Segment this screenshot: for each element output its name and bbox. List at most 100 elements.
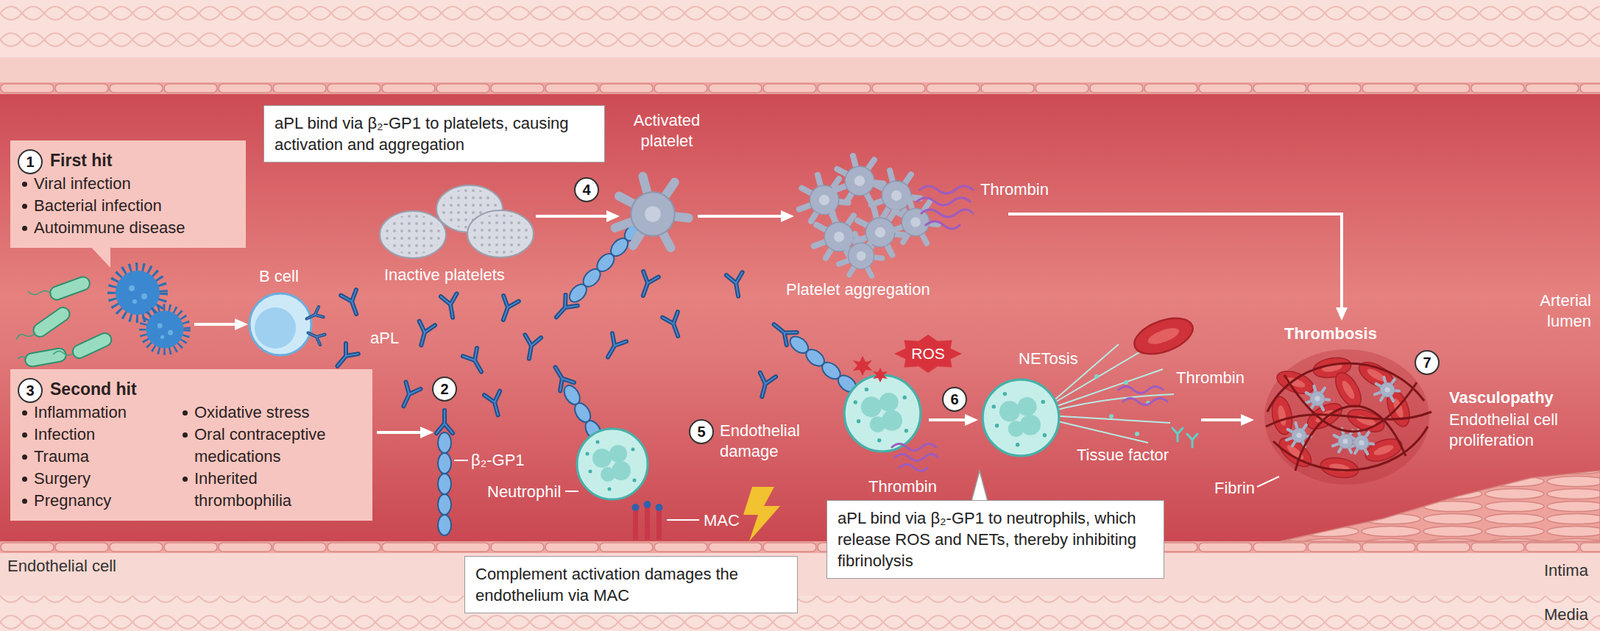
part-label: Neutrophil (487, 482, 561, 503)
illustration-part (1123, 380, 1129, 385)
illustration-part (1118, 387, 1168, 406)
callout-number: 7 (1414, 350, 1440, 376)
list-heading: First hit (20, 147, 236, 173)
illustration-part (577, 429, 648, 500)
illustration-part (379, 211, 446, 259)
part-label: Inactive platelets (384, 264, 505, 286)
part-label: Endothelial damage (719, 420, 823, 463)
illustration-part (1257, 476, 1280, 488)
list-text: Surgery (33, 468, 91, 491)
hit-box: Second hitInflammationInfectionTraumaSur… (10, 369, 373, 522)
illustration-part (413, 321, 435, 349)
callout-number: 2 (432, 376, 458, 402)
illustration-part (919, 186, 973, 194)
callout-box: aPL bind via β₂-GP1 to platelets, causin… (263, 105, 605, 163)
list-item: Infection (20, 423, 177, 446)
bullet-dot (22, 410, 28, 416)
list-text: Oral contraceptive medications (194, 423, 357, 469)
illustration-part (17, 356, 27, 360)
part-label: Endothelial cell proliferation (1449, 409, 1593, 452)
callout-digit: 5 (690, 420, 713, 444)
callout-number: 6 (942, 387, 968, 413)
part-label: MAC (703, 510, 740, 532)
bullet-dot (22, 432, 28, 438)
bullet-dot (22, 181, 28, 187)
list-item: Surgery (20, 468, 177, 491)
illustration-part (844, 375, 921, 452)
illustration-part (70, 331, 114, 361)
illustration-part (254, 307, 296, 349)
bullet-dot (182, 432, 188, 438)
bullet-dot (182, 410, 188, 416)
illustration-part (666, 519, 700, 522)
illustration-part (615, 176, 689, 249)
list-text: Inherited thrombophilia (194, 468, 357, 513)
illustration-part (0, 596, 1600, 631)
callout-digit: 1 (19, 150, 42, 173)
illustration-part (1048, 394, 1174, 413)
illustration-part (395, 382, 421, 410)
illustration-part (632, 501, 664, 541)
illustration-part (303, 306, 324, 324)
part-label: Tissue factor (1076, 445, 1169, 466)
bullet-dot (22, 454, 28, 460)
list-columns: InflammationInfectionTraumaSurgeryPregna… (20, 401, 363, 513)
illustration-part (1048, 369, 1163, 410)
illustration-part (111, 267, 164, 319)
illustration-part (799, 175, 849, 223)
illustration-part (496, 295, 519, 324)
bullet-dot (22, 476, 28, 483)
illustration-part (1109, 414, 1114, 419)
part-label: Media (1544, 604, 1589, 626)
callout-text: aPL bind via β₂-GP1 to platelets, causin… (274, 112, 594, 156)
bullet-dot (182, 476, 188, 483)
illustration-part (1284, 375, 1417, 433)
list-text: Trauma (33, 445, 90, 469)
list-text: Autoimmune disease (33, 217, 185, 240)
illustration-part (27, 290, 52, 295)
illustration-part (436, 410, 453, 536)
callout-text: Complement activation damages the endoth… (475, 563, 787, 607)
illustration-part (0, 553, 1600, 597)
list-text: Bacterial infection (33, 195, 162, 218)
illustration-part (891, 444, 937, 452)
illustration-part (340, 289, 364, 318)
illustration-part (48, 275, 92, 302)
part-label: Thrombin (868, 476, 937, 498)
illustration-part (1123, 398, 1168, 406)
illustration-part (917, 197, 971, 206)
part-label: NETosis (1018, 348, 1079, 370)
illustration-part (467, 210, 534, 258)
illustration-part (194, 323, 246, 327)
ros-text: ROS (911, 345, 945, 363)
illustration-part (30, 305, 73, 341)
illustration-part (899, 465, 928, 472)
part-label: Arterial lumen (1508, 290, 1592, 332)
illustration-part (656, 507, 662, 541)
illustration-part (1265, 363, 1432, 472)
list-item: Inherited thrombophilia (181, 468, 357, 513)
illustration-part (1330, 368, 1367, 412)
illustration-part (852, 356, 873, 377)
illustration-part (1374, 377, 1400, 402)
list-item: Oral contraceptive medications (181, 423, 357, 469)
illustration-part (24, 347, 67, 368)
callout-digit: 2 (433, 378, 456, 401)
part-label: aPL (370, 328, 399, 349)
illustration-part (52, 351, 74, 356)
part-label: Intima (1544, 560, 1589, 582)
illustration-part (917, 186, 973, 229)
illustration-part (600, 333, 627, 362)
illustration-part (635, 271, 659, 299)
illustration-part (726, 272, 747, 298)
illustration-part (521, 334, 541, 360)
hit-box: First hitViral infectionBacterial infect… (10, 140, 246, 249)
illustration-part (1048, 419, 1149, 444)
callout-text: aPL bind via β₂-GP1 to neutrophils, whic… (837, 507, 1154, 572)
illustration-part (743, 487, 781, 542)
illustration-part (1264, 349, 1432, 486)
list-heading: Second hit (20, 376, 363, 402)
illustration-part (643, 501, 652, 509)
